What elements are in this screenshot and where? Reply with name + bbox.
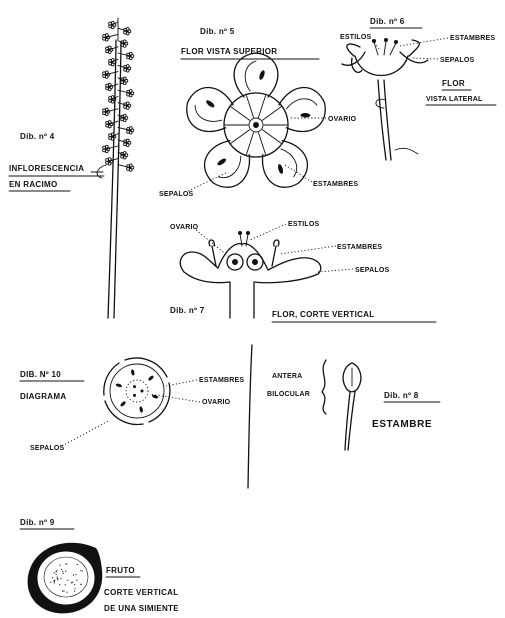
- dib4-title-line2: EN RACIMO: [9, 180, 57, 189]
- dib7-sepalos-label: SEPALOS: [355, 267, 389, 274]
- inflorescence-drawing: [91, 18, 134, 318]
- dib7-estilos-label: ESTILOS: [288, 221, 319, 228]
- dib6-estilos-label: ESTILOS: [340, 34, 371, 41]
- seed-section-drawing: [28, 543, 103, 614]
- dib6-estambres-label: ESTAMBRES: [450, 35, 495, 42]
- dib7-ovario-label: OVARIO: [170, 224, 199, 231]
- floral-diagram-drawing: [104, 358, 170, 424]
- stamen-drawing: [343, 363, 361, 450]
- dib6-sepalos-label: SEPALOS: [440, 57, 474, 64]
- dib5-estambres-label: ESTAMBRES: [313, 181, 358, 188]
- dib9-number: Dib. nº 9: [20, 518, 55, 527]
- dib5-sepalos-label: SEPALOS: [159, 191, 193, 198]
- dib7-number: Dib. nº 7: [170, 306, 205, 315]
- dib10-estambres-leader: [166, 380, 197, 386]
- dib5-number: Dib. nº 5: [200, 27, 235, 36]
- dib10-sepalos-label: SEPALOS: [30, 445, 64, 452]
- dib5-ovario-label: OVARIO: [328, 116, 357, 123]
- dib5-sepalos-leader: [188, 172, 228, 191]
- dib8-antera-line1: ANTERA: [272, 373, 302, 380]
- dib9-fruto-label: FRUTO: [106, 566, 135, 575]
- section-divider: [248, 345, 252, 488]
- dib10-ovario-label: OVARIO: [202, 399, 231, 406]
- dib4-title-line1: INFLORESCENCIA: [9, 164, 84, 173]
- flower-top-view-drawing: [181, 53, 331, 196]
- dib10-title: DIAGRAMA: [20, 392, 66, 401]
- dib10-number: DIB. Nº 10: [20, 370, 61, 379]
- dib9-corte-line2: DE UNA SIMIENTE: [104, 604, 179, 613]
- dib8-antera-line2: BILOCULAR: [267, 391, 310, 398]
- dib4-number: Dib. nº 4: [20, 132, 55, 141]
- dib8-number: Dib. nº 8: [384, 391, 419, 400]
- dib7-title: FLOR, CORTE VERTICAL: [272, 310, 374, 319]
- dib9-corte-line1: CORTE VERTICAL: [104, 588, 178, 597]
- dib10-sepalos-leader: [62, 420, 110, 446]
- dib8-brace: [322, 360, 326, 414]
- dib6-title-line1: FLOR: [442, 79, 465, 88]
- dib6-number: Dib. nº 6: [370, 17, 405, 26]
- flower-vertical-section-drawing: [180, 224, 353, 318]
- dib7-estambres-label: ESTAMBRES: [337, 244, 382, 251]
- dib6-title-line2: VISTA LATERAL: [426, 96, 483, 103]
- dib8-title: ESTAMBRE: [372, 419, 432, 430]
- dib10-estambres-label: ESTAMBRES: [199, 377, 244, 384]
